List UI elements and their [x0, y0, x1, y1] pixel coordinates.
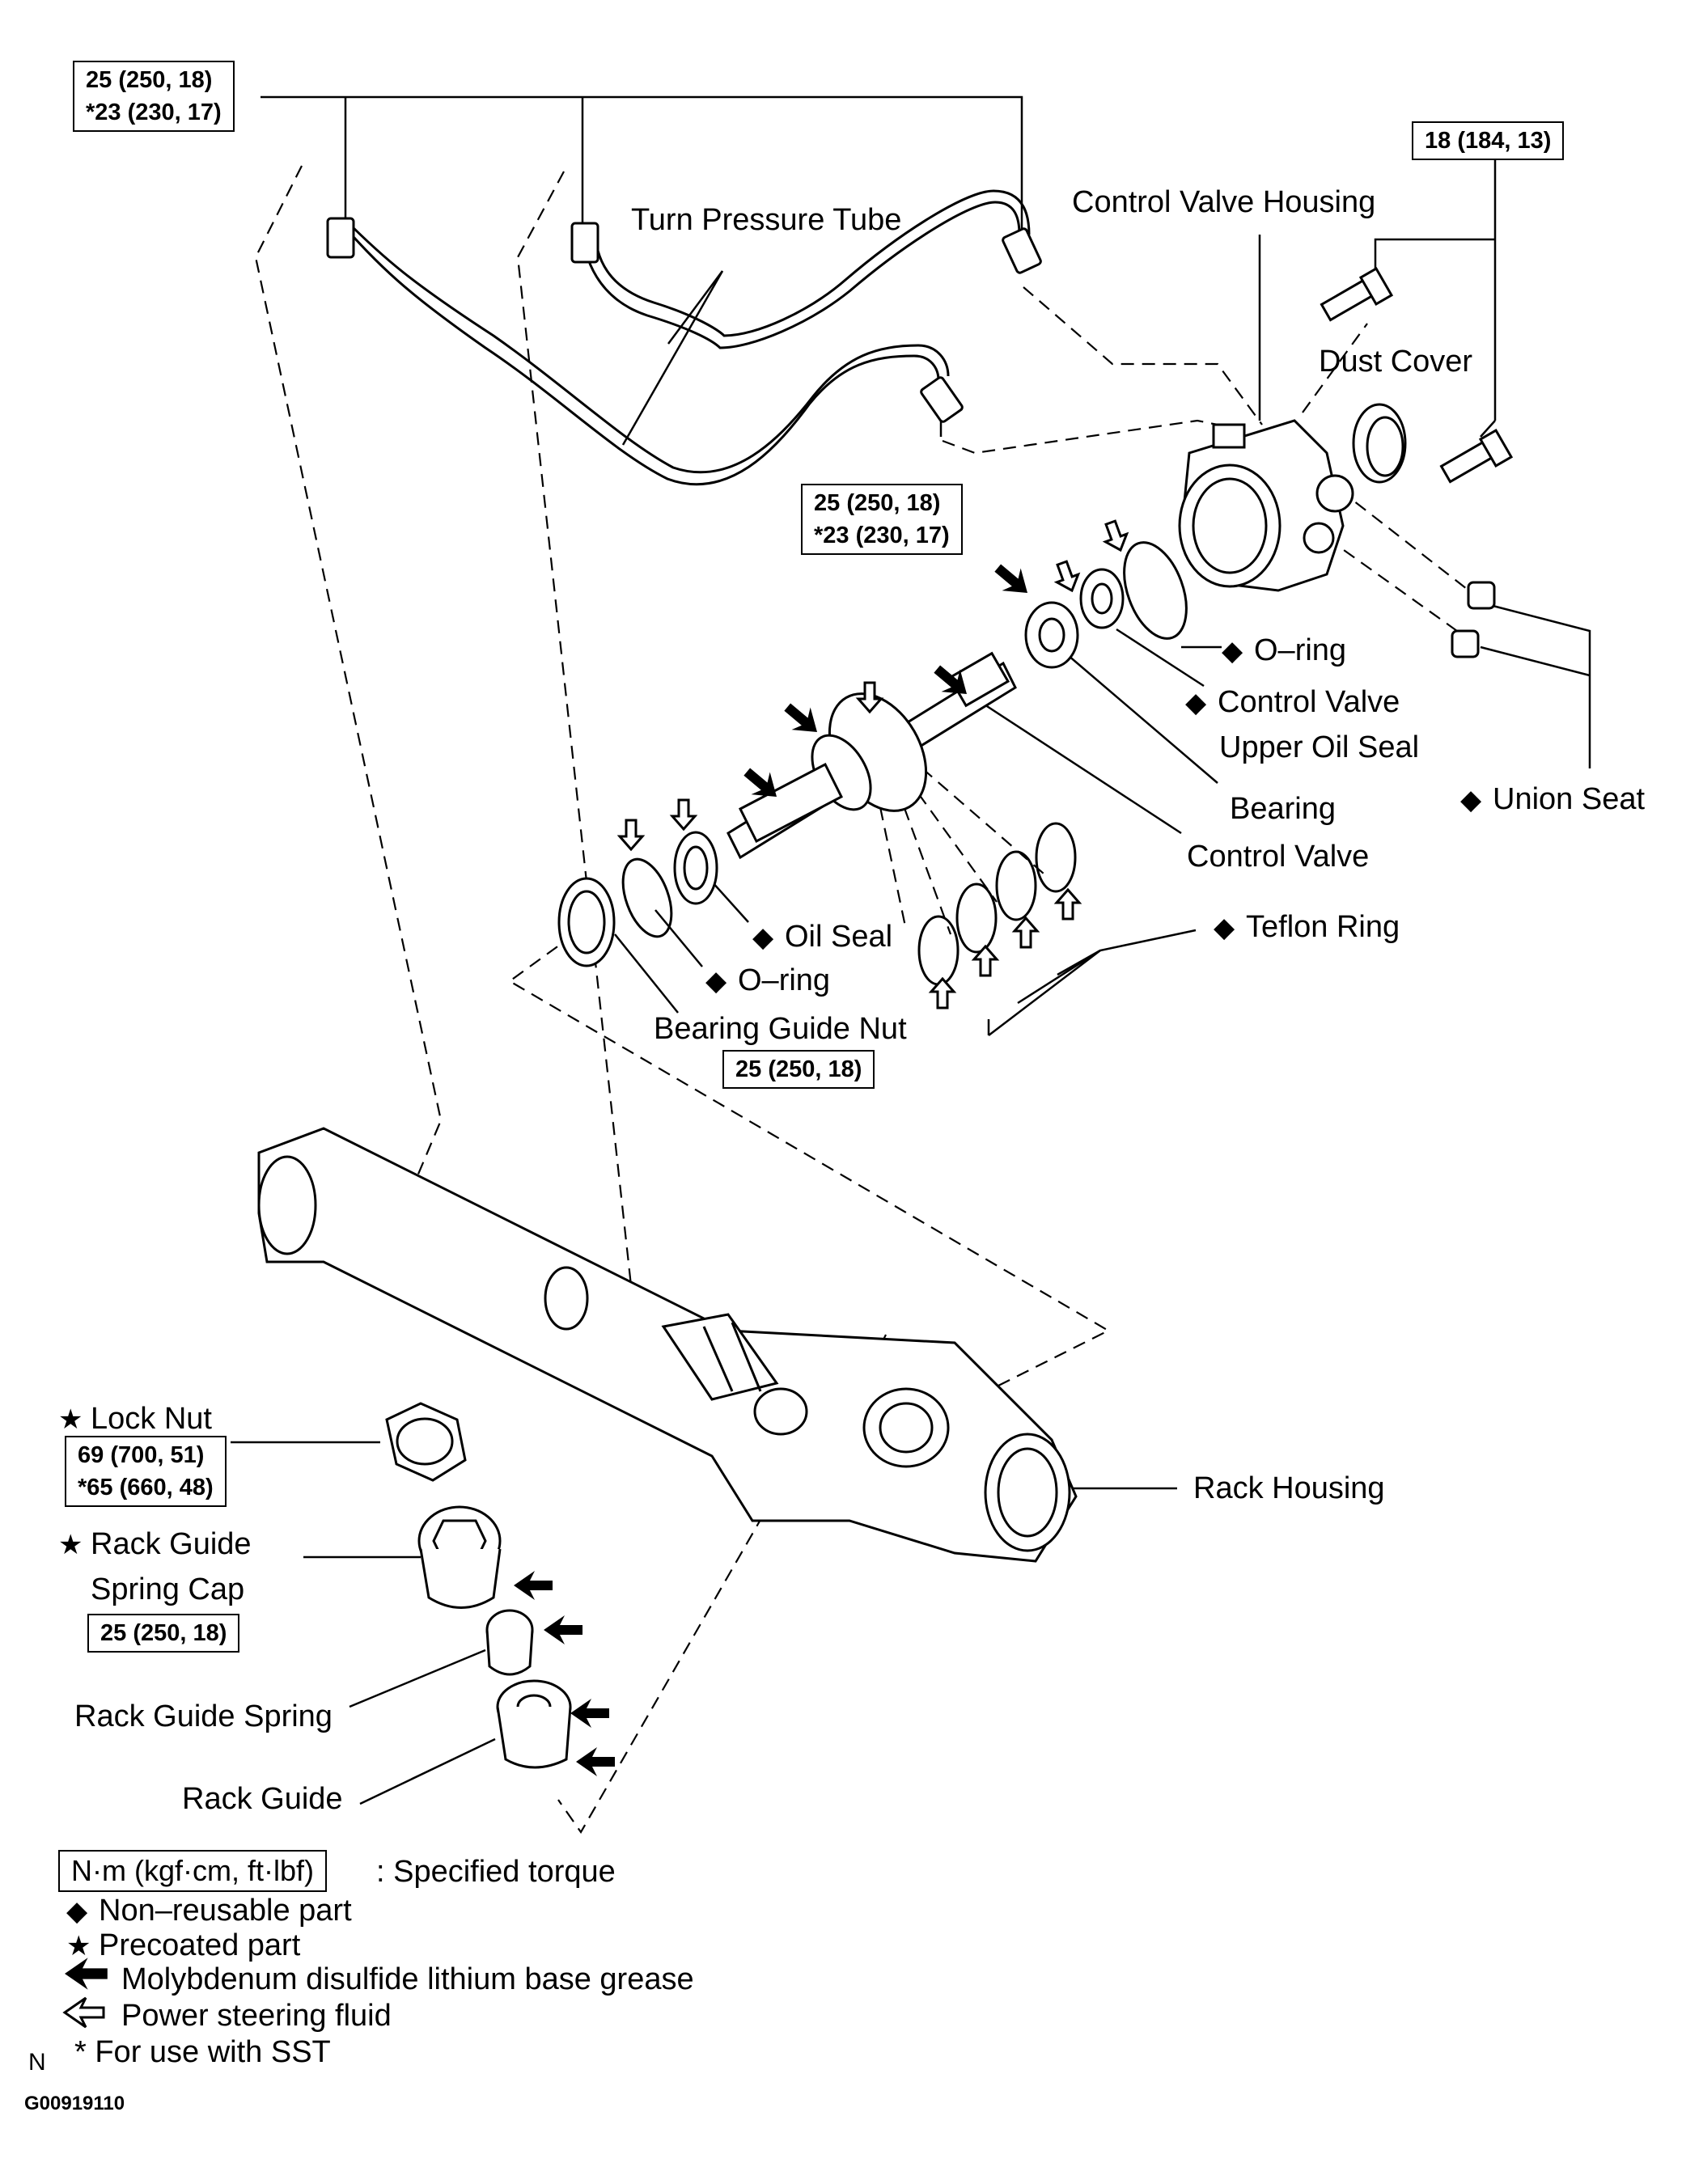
non-reusable-icon: ◆: [1214, 912, 1235, 943]
teflon-rings: [917, 822, 1077, 986]
label-control-valve: Control Valve: [1187, 840, 1370, 874]
legend-non-reusable: ◆Non–reusable part: [66, 1894, 352, 1928]
label-rack-guide-spring: Rack Guide Spring: [74, 1699, 333, 1733]
label-control-valve-housing: Control Valve Housing: [1072, 185, 1376, 219]
non-reusable-icon: ◆: [705, 966, 727, 997]
flare-nuts: [326, 217, 1042, 423]
label-teflon-ring: ◆Teflon Ring: [1214, 910, 1400, 944]
label-bearing: Bearing: [1230, 792, 1336, 826]
torque-box-bearing-guide-nut: 25 (250, 18): [722, 1050, 875, 1089]
grease-arrows: [514, 557, 1037, 1776]
upper-oil-seal: [1079, 568, 1125, 629]
label-turn-pressure-tube: Turn Pressure Tube: [631, 203, 902, 237]
precoated-icon: ★: [58, 1404, 83, 1435]
label-rack-guide-spring-cap-line2: Spring Cap: [91, 1572, 245, 1606]
o-ring-lower: [621, 857, 673, 938]
label-rack-housing: Rack Housing: [1193, 1471, 1385, 1505]
dashed-lines: [254, 165, 1475, 1835]
legend-precoated: ★Precoated part: [66, 1928, 301, 1962]
rack-housing: [257, 1127, 1078, 1563]
torque-box-pressure-tube-top: 25 (250, 18) *23 (230, 17): [73, 61, 235, 132]
legend-sst: * For use with SST: [74, 2035, 331, 2069]
non-reusable-icon: ◆: [1222, 636, 1243, 667]
legend-torque-box: N·m (kgf·cm, ft·lbf): [58, 1850, 327, 1892]
label-o-ring-upper: ◆O–ring: [1222, 633, 1347, 667]
legend-grease: Molybdenum disulfide lithium base grease: [121, 1962, 694, 1996]
turn-pressure-tubes: [337, 189, 1031, 486]
housing-bolts: [1320, 266, 1514, 484]
label-control-valve-upper-oil-seal-line2: Upper Oil Seal: [1219, 730, 1420, 764]
label-dust-cover: Dust Cover: [1319, 345, 1473, 379]
non-reusable-icon: ◆: [752, 922, 774, 953]
legend-fluid-arrow-icon: [62, 1996, 105, 2029]
lower-oil-seal: [673, 831, 718, 905]
corner-letter: N: [28, 2049, 46, 2076]
label-bearing-guide-nut: Bearing Guide Nut: [654, 1012, 907, 1046]
non-reusable-icon: ◆: [66, 1896, 88, 1927]
o-ring-upper: [1123, 541, 1188, 640]
label-control-valve-upper-oil-seal: ◆Control Valve: [1185, 685, 1400, 719]
non-reusable-icon: ◆: [1185, 688, 1207, 718]
dust-cover: [1352, 403, 1407, 484]
lock-nut: [385, 1402, 467, 1482]
label-union-seat: ◆Union Seat: [1460, 782, 1646, 816]
control-valve-shaft: [727, 651, 1017, 860]
torque-box-lock-nut: 69 (700, 51) *65 (660, 48): [65, 1436, 227, 1507]
label-rack-guide: Rack Guide: [182, 1782, 343, 1816]
label-o-ring-lower: ◆O–ring: [705, 963, 831, 997]
torque-box-pressure-tube-mid: 25 (250, 18) *23 (230, 17): [801, 484, 963, 555]
label-lock-nut: ★Lock Nut: [58, 1402, 212, 1436]
bearing-guide-nut: [557, 877, 616, 967]
spring-cap: [417, 1505, 502, 1609]
torque-box-spring-cap: 25 (250, 18): [87, 1614, 240, 1653]
precoated-icon: ★: [66, 1931, 91, 1962]
control-valve-housing: [1178, 419, 1354, 592]
bearing: [1024, 601, 1079, 669]
legend-specified-torque: : Specified torque: [376, 1855, 616, 1889]
union-seats: [1451, 581, 1496, 658]
label-rack-guide-spring-cap: ★Rack Guide: [58, 1527, 252, 1561]
label-oil-seal: ◆Oil Seal: [752, 920, 893, 954]
precoated-icon: ★: [58, 1530, 83, 1560]
figure-code: G00919110: [24, 2093, 125, 2114]
rack-guide-spring: [485, 1609, 534, 1676]
torque-box-housing-bolts: 18 (184, 13): [1412, 121, 1565, 160]
rack-guide: [496, 1679, 572, 1769]
non-reusable-icon: ◆: [1460, 785, 1482, 815]
legend-fluid: Power steering fluid: [121, 1999, 392, 2033]
leader-lines: [231, 95, 1591, 1805]
